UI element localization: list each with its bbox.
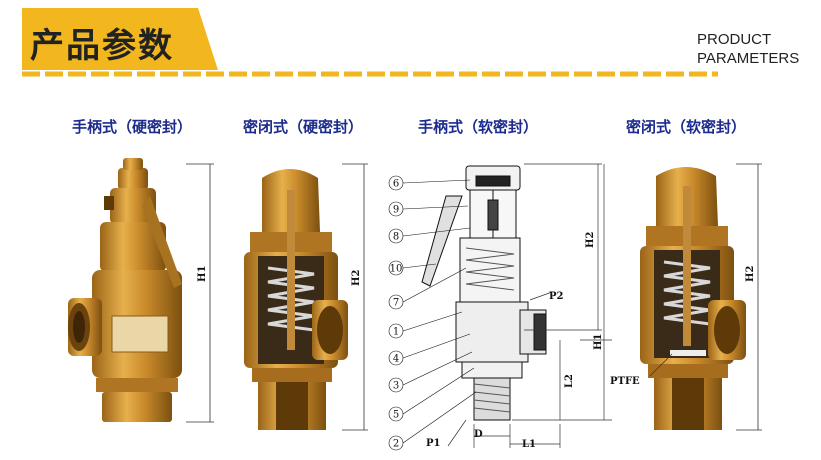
part-number-3: 3 (393, 381, 399, 392)
dimension-label-h2-b: H2 (745, 266, 756, 282)
column-title-handle-hard: 手柄式（硬密封） (72, 118, 193, 136)
part-number-4: 4 (393, 354, 399, 365)
part-number-6: 6 (393, 179, 399, 190)
schematic-dimensions (447, 163, 612, 448)
header-english-subtitle: PRODUCT PARAMETERS (697, 30, 799, 68)
header-tab-shape (22, 8, 218, 70)
column-title-closed-soft: 密闭式（软密封） (626, 118, 747, 136)
dimension-h1-handle-hard: H1 (186, 163, 214, 423)
valve-schematic (421, 165, 547, 421)
part-number-2: 2 (393, 439, 399, 450)
section-header: 产品参数 (22, 8, 218, 70)
dimension-h2-closed-hard: H2 (342, 163, 368, 431)
part-number-8: 8 (393, 232, 399, 243)
page-title: 产品参数 (30, 26, 174, 66)
dimension-label-l1: L1 (522, 439, 536, 450)
ptfe-label: PTFE (610, 376, 640, 387)
valve-closed-soft (640, 167, 746, 430)
dimension-label-l2: L2 (564, 374, 575, 388)
part-number-9: 9 (393, 205, 399, 216)
dimension-h2-closed-soft: H2 (649, 163, 762, 431)
dimension-label-p2: P2 (549, 291, 564, 302)
part-number-1: 1 (393, 327, 399, 338)
header-dashed-rule (22, 71, 718, 77)
subtitle-line-2: PARAMETERS (697, 50, 800, 67)
column-title-handle-soft: 手柄式（软密封） (418, 118, 539, 136)
dimension-label-h2-schematic: H2 (585, 232, 596, 248)
valve-closed-hard (244, 169, 348, 430)
column-title-closed-hard: 密闭式（硬密封） (243, 118, 364, 136)
valve-handle-hard (68, 158, 182, 422)
dimension-label-h1-schematic: H1 (593, 334, 604, 350)
dimension-label-h2-a: H2 (351, 270, 362, 286)
part-number-7: 7 (393, 298, 399, 309)
subtitle-line-1: PRODUCT (697, 31, 772, 48)
dimension-label-p1: P1 (426, 438, 440, 449)
part-callouts (388, 175, 477, 451)
dimension-label-h1-a: H1 (197, 266, 208, 282)
part-number-5: 5 (393, 410, 399, 421)
part-number-10: 10 (390, 264, 403, 275)
dimension-label-d: D (474, 429, 483, 440)
